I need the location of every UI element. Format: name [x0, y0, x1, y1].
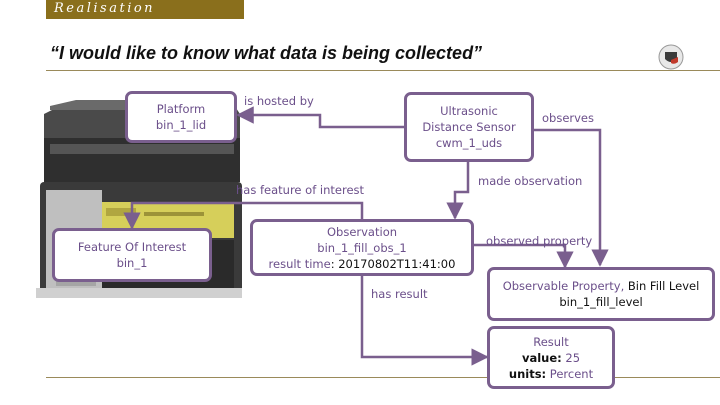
label-made-observation: made observation	[478, 174, 583, 188]
university-logo	[658, 44, 684, 70]
feature-of-interest-node: Feature Of Interest bin_1	[52, 228, 212, 282]
observation-type: Observation	[326, 224, 398, 239]
result-node: Result value: 25 units: Percent	[487, 326, 615, 389]
top-rule	[46, 70, 720, 71]
edge-made-observation	[446, 162, 470, 220]
edge-is-hosted-by	[236, 106, 404, 129]
feature-id: bin_1	[116, 256, 148, 270]
result-units: Percent	[546, 366, 594, 381]
observable-property-type: Observable Property,	[502, 279, 625, 293]
feature-type: Feature Of Interest	[77, 240, 187, 254]
observation-time-label: result time	[268, 256, 331, 271]
result-units-line: units: Percent	[509, 366, 593, 382]
label-observed-property: observed property	[486, 234, 593, 248]
sensor-line1: Ultrasonic	[440, 104, 498, 118]
platform-id: bin_1_lid	[155, 118, 207, 132]
platform-type: Platform	[156, 102, 206, 116]
result-value-line: value: 25	[522, 350, 580, 366]
platform-node: Platform bin_1_lid	[125, 91, 237, 143]
result-units-label: units:	[508, 366, 547, 381]
observation-id: bin_1_fill_obs_1	[317, 240, 407, 255]
label-observes: observes	[542, 111, 595, 125]
observation-time: result time: 20170802T11:41:00	[269, 256, 456, 272]
label-has-result: has result	[371, 287, 428, 301]
edge-observed-property	[474, 243, 574, 269]
observation-time-value: : 20170802T11:41:00	[330, 256, 456, 271]
observable-property-node: Observable Property, Bin Fill Level bin_…	[487, 267, 715, 321]
section-tab: Realisation	[46, 0, 244, 19]
result-value-label: value:	[521, 350, 562, 365]
sensor-node: Ultrasonic Distance Sensor cwm_1_uds	[404, 92, 534, 162]
label-is-hosted-by: is hosted by	[244, 94, 314, 108]
observable-property-title: Observable Property, Bin Fill Level	[503, 278, 700, 294]
sensor-line2: Distance Sensor	[422, 120, 516, 134]
result-type: Result	[533, 334, 569, 349]
sensor-id: cwm_1_uds	[435, 136, 503, 150]
observable-property-name: Bin Fill Level	[624, 279, 700, 293]
observation-node: Observation bin_1_fill_obs_1 result time…	[250, 219, 474, 276]
slide-headline: “I would like to know what data is being…	[50, 43, 483, 63]
bottom-rule	[46, 377, 720, 378]
result-value: 25	[561, 350, 581, 365]
observable-property-id: bin_1_fill_level	[559, 295, 643, 309]
label-has-feature-of-interest: has feature of interest	[236, 183, 365, 197]
